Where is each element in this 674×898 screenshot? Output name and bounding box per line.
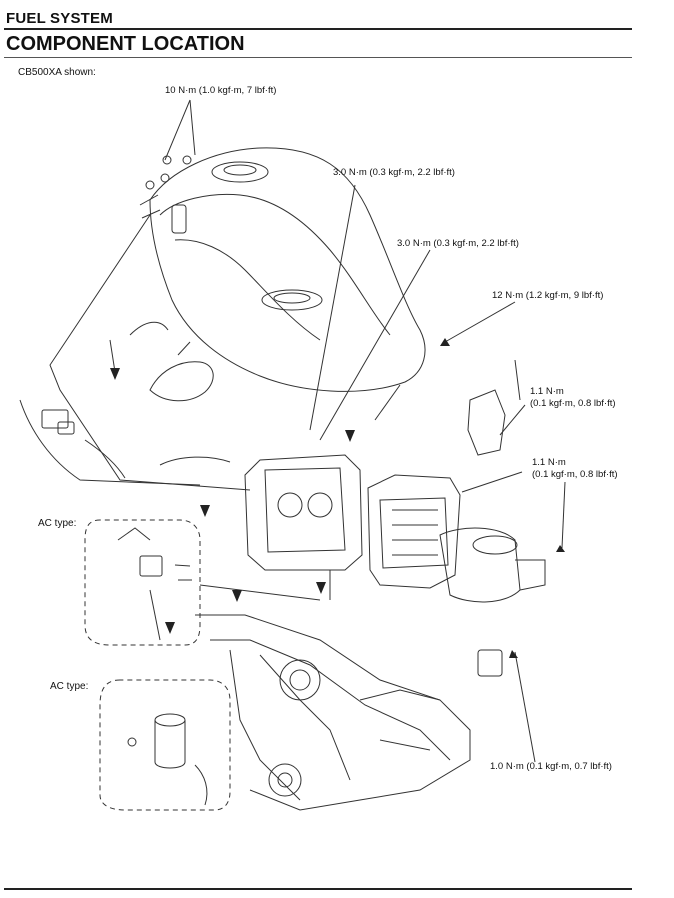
fuel-pump-assembly: [155, 714, 185, 726]
drain-hose: [85, 440, 125, 478]
fuel-hose: [130, 322, 168, 335]
engine: [269, 764, 301, 796]
fuel-tank: [150, 148, 425, 392]
ac-type-box-upper: [85, 520, 200, 645]
section-title: FUEL SYSTEM: [6, 10, 113, 27]
torque-callout-5-detail: (0.1 kgf·m, 0.8 lbf·ft): [530, 398, 616, 409]
model-note: CB500XA shown:: [18, 67, 96, 78]
ac-type-box-lower: [100, 680, 230, 810]
frame: [195, 615, 470, 810]
footer-rule: [4, 888, 632, 890]
fuel-pump-flange: [262, 290, 322, 310]
air-filter-housing: [368, 475, 460, 588]
torque-callout-6-value: 1.1 N·m: [532, 457, 566, 468]
torque-callout-5: 1.1 N·m (0.1 kgf·m, 0.8 lbf·ft): [530, 386, 616, 410]
torque-callout-7: 1.0 N·m (0.1 kgf·m, 0.7 lbf·ft): [490, 761, 612, 772]
torque-callout-2: 3.0 N·m (0.3 kgf·m, 2.2 lbf·ft): [333, 167, 455, 178]
page-title: COMPONENT LOCATION: [6, 33, 245, 55]
torque-callout-6: 1.1 N·m (0.1 kgf·m, 0.8 lbf·ft): [532, 457, 618, 481]
torque-callout-3: 3.0 N·m (0.3 kgf·m, 2.2 lbf·ft): [397, 238, 519, 249]
filler-cap: [212, 162, 268, 182]
title-rule: [4, 57, 632, 58]
ac-type-label-lower: AC type:: [50, 681, 89, 692]
torque-callout-5-value: 1.1 N·m: [530, 386, 564, 397]
header-rule: [4, 28, 632, 30]
torque-callout-6-detail: (0.1 kgf·m, 0.8 lbf·ft): [532, 469, 618, 480]
throttle-body: [245, 455, 362, 570]
torque-callout-1: 10 N·m (1.0 kgf·m, 7 lbf·ft): [165, 85, 277, 96]
sensor-bracket: [468, 390, 505, 455]
torque-callout-4: 12 N·m (1.2 kgf·m, 9 lbf·ft): [492, 290, 604, 301]
connector: [42, 410, 68, 428]
ac-type-label-upper: AC type:: [38, 518, 77, 529]
relay: [478, 650, 502, 676]
air-duct: [440, 528, 520, 602]
